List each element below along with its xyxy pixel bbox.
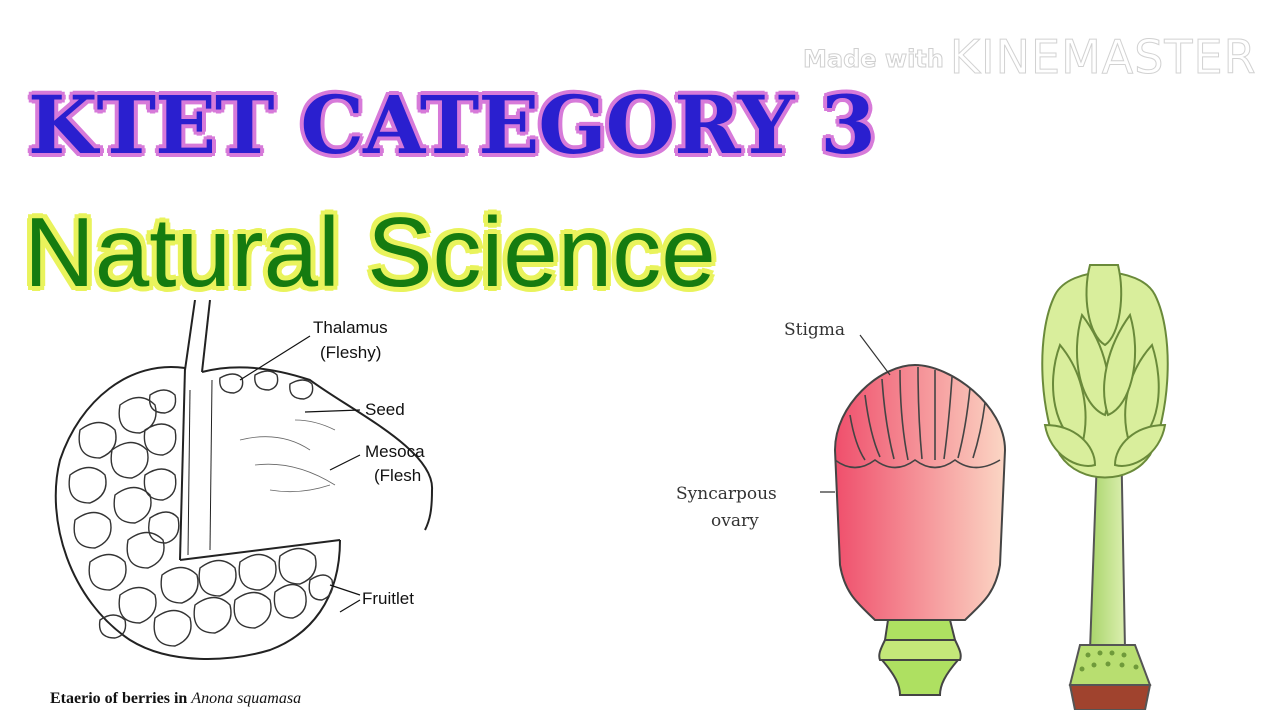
figure-caption: Etaerio of berries in Anona squamasa (50, 690, 301, 708)
custard-apple-diagram (54, 300, 434, 660)
label-thalamus: Thalamus (313, 318, 388, 337)
title-line-2: Natural Science (24, 197, 716, 307)
label-fruitlets: Fruitlet (362, 589, 414, 608)
title-line-1: KTET CATEGORY 3 (28, 78, 876, 172)
watermark-made-with: Made with (803, 45, 945, 74)
label-mesocarp: Mesoca (365, 442, 425, 461)
pistil-diagram (820, 264, 1169, 710)
label-mesocarp-note: (Flesh (374, 466, 422, 485)
label-stigma: Stigma (784, 320, 846, 340)
label-thalamus-note: (Fleshy) (320, 343, 382, 362)
label-seed: Seed (365, 400, 405, 419)
watermark-brand: KINEMASTER (949, 30, 1257, 85)
label-ovary: ovary (711, 511, 759, 531)
caption-italic: Anona squamasa (191, 690, 302, 707)
label-syncarpous: Syncarpous (676, 484, 777, 504)
caption-bold: Etaerio of berries in (50, 690, 192, 707)
